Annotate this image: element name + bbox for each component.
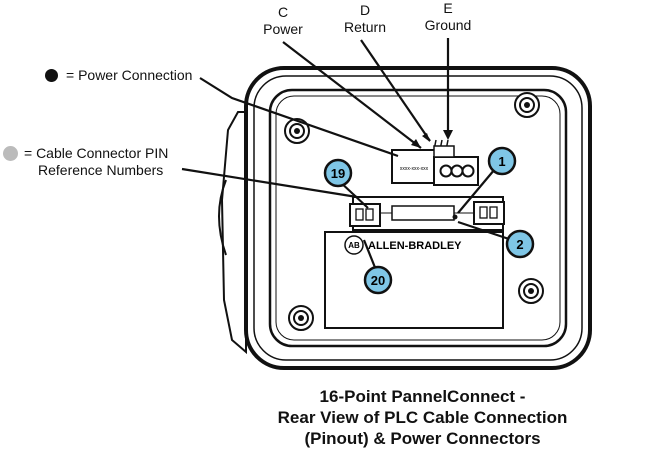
ab-logo-icon xyxy=(344,235,364,255)
connector-latch-right xyxy=(473,201,505,225)
pin-1-badge: 1 xyxy=(487,146,517,176)
label-d-letter: D xyxy=(359,2,371,18)
pin-1-marker xyxy=(452,214,458,220)
caption-line-3: (Pinout) & Power Connectors xyxy=(304,429,541,448)
power-module xyxy=(391,149,437,184)
legend-power-text: = Power Connection xyxy=(66,67,193,83)
label-c: C Power xyxy=(258,4,308,38)
terminal-e-icon xyxy=(461,164,475,178)
housing-side xyxy=(220,111,247,355)
arrow-heads xyxy=(411,130,453,148)
caption-line-2: Rear View of PLC Cable Connection xyxy=(277,408,568,427)
label-e: E Ground xyxy=(420,0,476,34)
connector-latch-left xyxy=(349,203,381,227)
caption-line-1: 16-Point PannelConnect - xyxy=(319,387,526,406)
pin-19-badge: 19 xyxy=(323,158,353,188)
svg-text:20: 20 xyxy=(371,273,385,288)
figure-caption: 16-Point PannelConnect - Rear View of PL… xyxy=(245,386,600,449)
brand-name: ALLEN-BRADLEY xyxy=(368,240,462,252)
svg-text:1: 1 xyxy=(498,154,505,169)
cable-connector-slot xyxy=(391,205,455,221)
svg-text:2: 2 xyxy=(516,237,523,252)
housing-knob xyxy=(218,179,227,256)
screw-top-right xyxy=(514,92,540,118)
screw-bottom-left xyxy=(288,305,314,331)
legend-pin-text-1: = Cable Connector PIN xyxy=(24,145,169,161)
legend-pin-text-2: Reference Numbers xyxy=(38,162,164,178)
label-e-letter: E xyxy=(443,0,453,16)
pin-reference-dot-icon xyxy=(3,146,18,161)
power-module-part-number: xxxx-xxx-xxx xyxy=(400,166,429,172)
screw-bottom-right xyxy=(518,278,544,304)
svg-text:19: 19 xyxy=(331,166,345,181)
label-d: D Return xyxy=(338,2,392,36)
terminal-c-icon xyxy=(439,164,453,178)
label-d-name: Return xyxy=(343,19,387,35)
ab-logo-text: AB xyxy=(348,241,360,250)
label-c-name: Power xyxy=(263,21,303,37)
screw-top-left xyxy=(284,118,310,144)
inner-plate-edge xyxy=(275,95,561,341)
pin-2-badge: 2 xyxy=(505,229,535,259)
label-c-letter: C xyxy=(277,4,289,20)
terminal-d-icon xyxy=(450,164,464,178)
label-e-name: Ground xyxy=(424,17,472,33)
outer-frame-inner-edge xyxy=(253,75,583,361)
power-connection-dot-icon xyxy=(45,69,58,82)
pin-20-badge: 20 xyxy=(363,265,393,295)
